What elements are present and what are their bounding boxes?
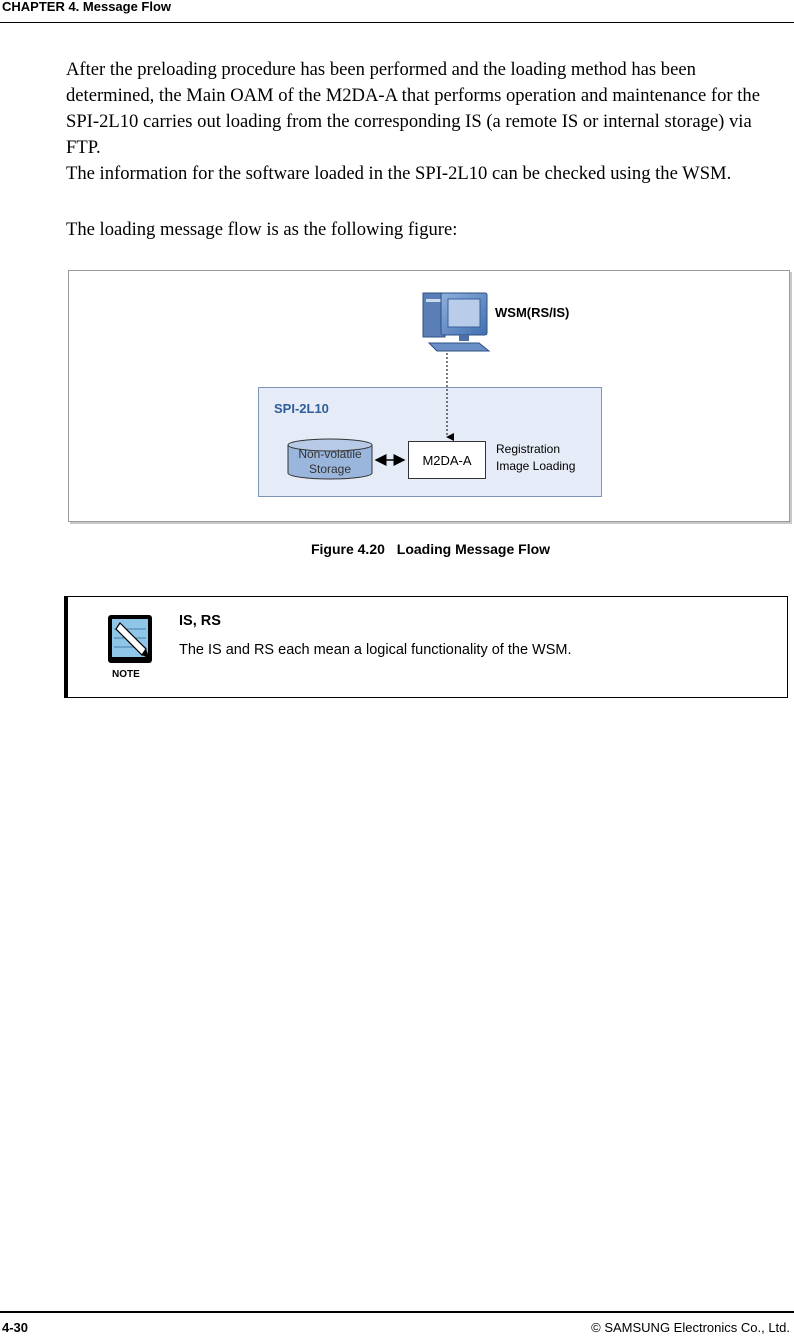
caption-number: Figure 4.20 [310, 541, 385, 557]
chapter-title: CHAPTER 4. Message Flow [2, 0, 172, 14]
storage-label-line2: Storage [308, 462, 352, 476]
body-paragraph-1: After the preloading procedure has been … [66, 59, 760, 158]
image-loading-label: Image Loading [496, 459, 576, 473]
copyright-text: © SAMSUNG Electronics Co., Ltd. [591, 1320, 790, 1335]
registration-text: Registration Image Loading [496, 441, 575, 475]
note-text: The IS and RS each mean a logical functi… [179, 642, 572, 658]
loading-flow-figure: SPI-2L10 Non-volatile Storage M2DA-A Reg… [68, 270, 790, 522]
computer-icon [422, 292, 491, 352]
body-paragraph-2: The information for the software loaded … [66, 163, 732, 184]
figure-caption: Figure 4.20 Loading Message Flow [0, 541, 794, 557]
note-title: IS, RS [179, 613, 221, 629]
figure-graphics [287, 292, 491, 480]
m2da-a-box: M2DA-A [408, 441, 486, 479]
registration-label: Registration [496, 442, 561, 456]
header-divider [0, 22, 794, 23]
storage-cylinder-icon [287, 438, 373, 480]
page-number: 4-30 [2, 1320, 29, 1335]
storage-label-line1: Non-volatile [298, 447, 362, 461]
spi-2l10-label: SPI-2L10 [274, 401, 329, 416]
note-box: NOTE IS, RS The IS and RS each mean a lo… [64, 596, 788, 698]
storage-label: Non-volatile Storage [288, 447, 372, 477]
note-pencil-icon [108, 615, 152, 663]
wsm-label: WSM(RS/IS) [495, 305, 570, 320]
note-icon-label: NOTE [112, 669, 140, 680]
caption-title: Loading Message Flow [396, 541, 551, 557]
body-paragraph-3: The loading message flow is as the follo… [66, 219, 458, 240]
m2da-a-label: M2DA-A [422, 452, 472, 468]
footer-divider [0, 1311, 794, 1313]
